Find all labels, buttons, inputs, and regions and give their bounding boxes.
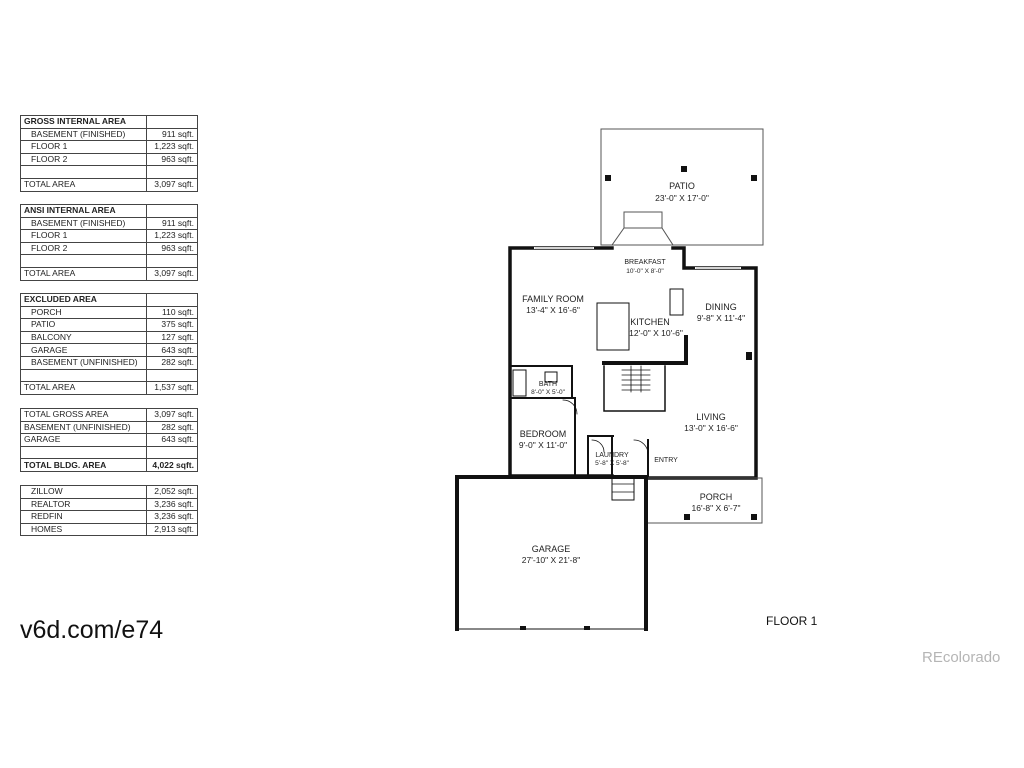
gross-internal-area-table: GROSS INTERNAL AREA BASEMENT (FINISHED)9… [20, 115, 198, 192]
family-room-name: FAMILY ROOM [522, 294, 584, 304]
porch-dims: 16'-8" X 6'-7" [692, 503, 741, 513]
stairs-outline [603, 365, 666, 412]
garage-name: GARAGE [532, 544, 571, 554]
kitchen-dims: 12'-0" X 10'-6" [629, 328, 683, 338]
patio-name: PATIO [669, 181, 695, 191]
floor-label: FLOOR 1 [766, 614, 818, 628]
bath-name: BATH [539, 381, 557, 388]
breakfast-dims: 10'-0" X 8'-0" [626, 268, 664, 275]
family-room-dims: 13'-4" X 16'-6" [526, 305, 580, 315]
watermark: REcolorado [922, 649, 1001, 666]
bedroom-dims: 9'-0" X 11'-0" [519, 440, 567, 450]
kitchen-name: KITCHEN [630, 317, 670, 327]
laundry-door [591, 439, 605, 453]
ansi-internal-area-table: ANSI INTERNAL AREA BASEMENT (FINISHED)91… [20, 204, 198, 281]
dining-dims: 9'-8" X 11'-4" [697, 313, 745, 323]
bath-dims: 8'-0" X 5'-0" [531, 389, 566, 396]
fireplace [623, 211, 663, 229]
laundry-dims: 5'-8" X 5'-8" [595, 460, 630, 467]
vanity [544, 371, 558, 383]
stairs-treads [621, 365, 651, 393]
bathtub [512, 369, 527, 397]
bedroom-name: BEDROOM [520, 429, 567, 439]
fridge [669, 288, 684, 316]
kitchen-counter [602, 335, 688, 365]
patio-dims: 23'-0" X 17'-0" [655, 193, 709, 203]
breakfast-name: BREAKFAST [624, 259, 666, 266]
patio-outline [600, 128, 764, 246]
columns [520, 166, 757, 630]
website-link[interactable]: v6d.com/e74 [20, 616, 164, 644]
entry-door-swing [633, 439, 649, 455]
garage-steps [611, 475, 635, 501]
laundry-wall [587, 435, 614, 477]
living-name: LIVING [696, 412, 726, 422]
porch-name: PORCH [700, 492, 733, 502]
garage-walls [455, 475, 648, 631]
living-dims: 13'-0" X 16'-6" [684, 423, 738, 433]
garage-dims: 27'-10" X 21'-8" [522, 555, 580, 565]
table-row: BASEMENT (FINISHED)911 sqft. [20, 127, 198, 142]
entry-name: ENTRY [654, 457, 678, 464]
kitchen-island [596, 302, 630, 351]
laundry-name: LAUNDRY [595, 452, 629, 459]
bay-window [611, 227, 674, 246]
dining-name: DINING [705, 302, 737, 312]
bedroom-door [562, 399, 578, 415]
